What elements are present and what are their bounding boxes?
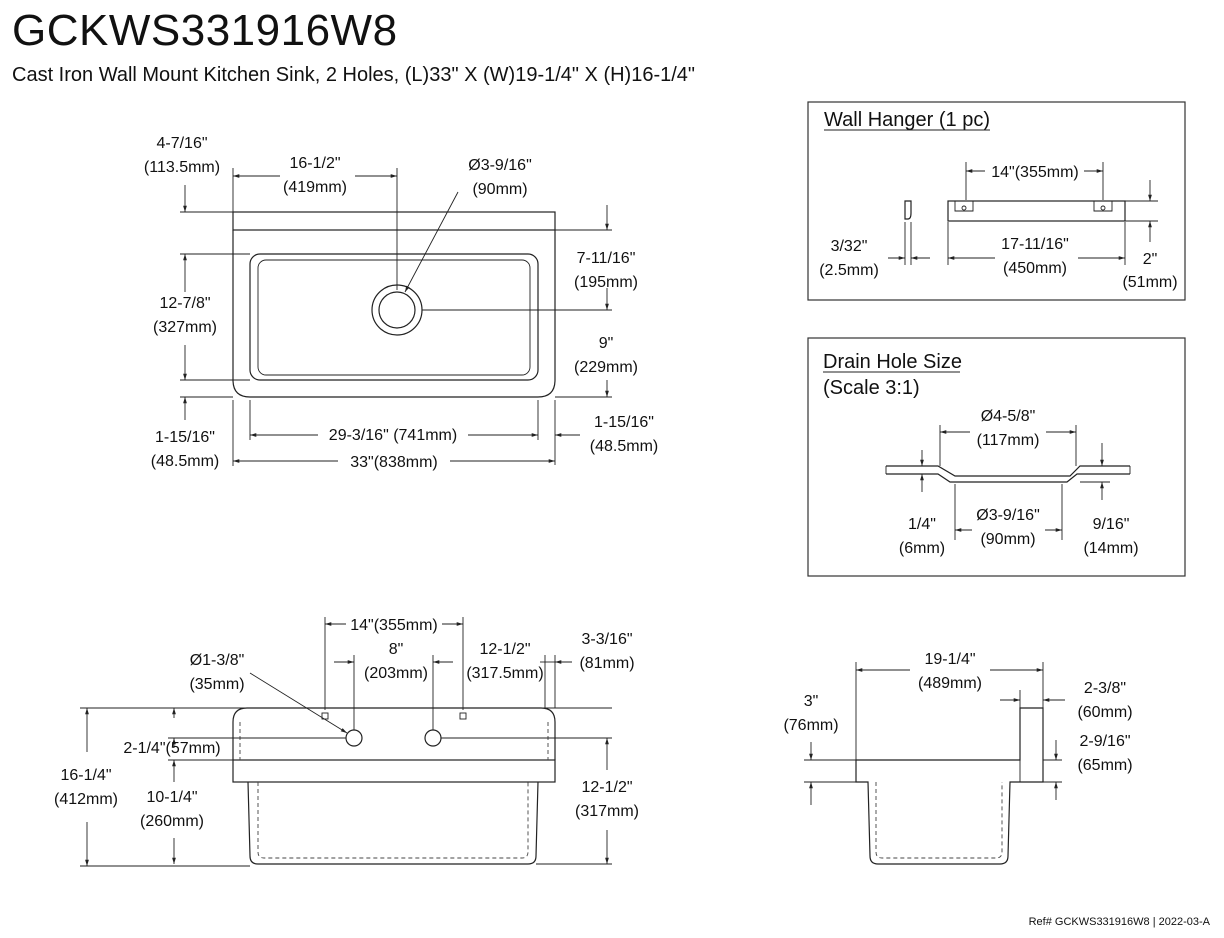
front-dim-hole-dia: Ø1-3/8" [190,652,245,669]
product-description: Cast Iron Wall Mount Kitchen Sink, 2 Hol… [12,64,696,86]
front-dim-hole-dia-mm: (35mm) [189,676,244,693]
drain-dim-4-5-8: Ø4-5/8" [981,408,1036,425]
top-back-ledge [232,211,556,231]
dim-drain-dia-mm: (90mm) [472,181,527,198]
top-basin-outer [249,253,539,381]
drain-section [886,465,1130,483]
hanger-dim-2-mm: (51mm) [1122,274,1177,291]
drain-dim-9-16-mm: (14mm) [1083,540,1138,557]
side-dim-2-3-8-mm: (60mm) [1077,704,1132,721]
faucet-hole-right [424,729,442,747]
drain-dim-9-16: 9/16" [1093,516,1130,533]
dim-12-7-8-mm: (327mm) [153,319,217,336]
dim-1-15-16-left-mm: (48.5mm) [151,453,219,470]
side-view: 19-1/4" (489mm) 2-3/8" (60mm) 3" (76mm) … [783,651,1133,865]
dim-9: 9" [599,335,614,352]
front-backsplash [232,707,556,760]
front-dim-12-1-2: 12-1/2" [581,779,632,796]
hanger-plate [947,200,1126,222]
front-dim-12-1-2-top-mm: (317.5mm) [466,665,543,682]
drain-dim-1-4-mm: (6mm) [899,540,945,557]
drain-hole-scale: (Scale 3:1) [823,377,920,399]
front-dim-8: 8" [389,641,404,658]
hanger-dim-3-32: 3/32" [831,238,868,255]
drain-dim-3-9-16: Ø3-9/16" [976,507,1040,524]
dim-7-11-16: 7-11/16" [577,250,636,267]
front-dim-2-1-4: 2-1/4"(57mm) [123,740,220,757]
wall-hanger-panel: Wall Hanger (1 pc) 14"(355mm) 3/32" (2.5… [807,101,1186,301]
front-basin [247,781,539,865]
side-dim-2-9-16: 2-9/16" [1079,733,1130,750]
front-rim [232,759,556,783]
dim-33: 33"(838mm) [350,454,437,471]
reference-footer: Ref# GCKWS331916W8 | 2022-03-A [1028,916,1210,928]
front-dim-10-1-4: 10-1/4" [146,789,197,806]
hanger-dim-2: 2" [1143,251,1158,268]
side-dim-19-1-4-mm: (489mm) [918,675,982,692]
dim-4-7-16: 4-7/16" [156,135,207,152]
hanger-dim-14: 14"(355mm) [991,164,1078,181]
dim-7-11-16-mm: (195mm) [574,274,638,291]
dim-1-15-16-right: 1-15/16" [594,414,654,431]
dim-1-15-16-right-mm: (48.5mm) [590,438,658,455]
side-profile [855,707,1044,865]
drain-dim-1-4: 1/4" [908,516,936,533]
front-dim-12-1-2-top: 12-1/2" [479,641,530,658]
dim-9-mm: (229mm) [574,359,638,376]
side-dim-19-1-4: 19-1/4" [924,651,975,668]
drain-dim-3-9-16-mm: (90mm) [980,531,1035,548]
dim-16-1-2: 16-1/2" [289,155,340,172]
side-dim-3-mm: (76mm) [783,717,838,734]
drain-dim-4-5-8-mm: (117mm) [977,432,1040,449]
side-dim-3: 3" [804,693,819,710]
dim-1-15-16-left: 1-15/16" [155,429,215,446]
top-basin-inner [257,259,531,376]
hanger-profile [904,200,912,220]
top-drain-inner [378,291,416,329]
front-dim-3-3-16-mm: (81mm) [579,655,634,672]
front-dim-8-mm: (203mm) [364,665,428,682]
side-dim-2-9-16-mm: (65mm) [1077,757,1132,774]
dim-16-1-2-mm: (419mm) [283,179,347,196]
hanger-dim-17-11-16: 17-11/16" [1001,236,1069,253]
top-sink-outline [232,230,556,398]
wall-hanger-title: Wall Hanger (1 pc) [824,109,990,131]
faucet-hole-left [345,729,363,747]
front-dim-3-3-16: 3-3/16" [581,631,632,648]
front-view: 14"(355mm) 8" (203mm) 12-1/2" (317.5mm) … [54,617,639,867]
front-dim-16-1-4-mm: (412mm) [54,791,118,808]
dim-29-3-16: 29-3/16" (741mm) [329,427,457,444]
drain-hole-panel: Drain Hole Size (Scale 3:1) Ø4-5/8" (117… [807,337,1186,577]
model-title: GCKWS331916W8 [12,6,398,55]
front-dim-14: 14"(355mm) [350,617,437,634]
front-dim-16-1-4: 16-1/4" [60,767,111,784]
hanger-dim-3-32-mm: (2.5mm) [819,262,879,279]
top-view: 4-7/16" (113.5mm) 16-1/2" (419mm) Ø3-9/1… [144,135,658,471]
dim-drain-dia: Ø3-9/16" [468,157,532,174]
drain-hole-box [807,337,1186,577]
front-dim-10-1-4-mm: (260mm) [140,813,204,830]
front-dim-12-1-2-mm: (317mm) [575,803,639,820]
dim-4-7-16-mm: (113.5mm) [144,159,220,176]
side-dim-2-3-8: 2-3/8" [1084,680,1126,697]
drain-hole-title: Drain Hole Size [823,351,962,373]
hanger-dim-17-11-16-mm: (450mm) [1003,260,1067,277]
dim-12-7-8: 12-7/8" [159,295,210,312]
